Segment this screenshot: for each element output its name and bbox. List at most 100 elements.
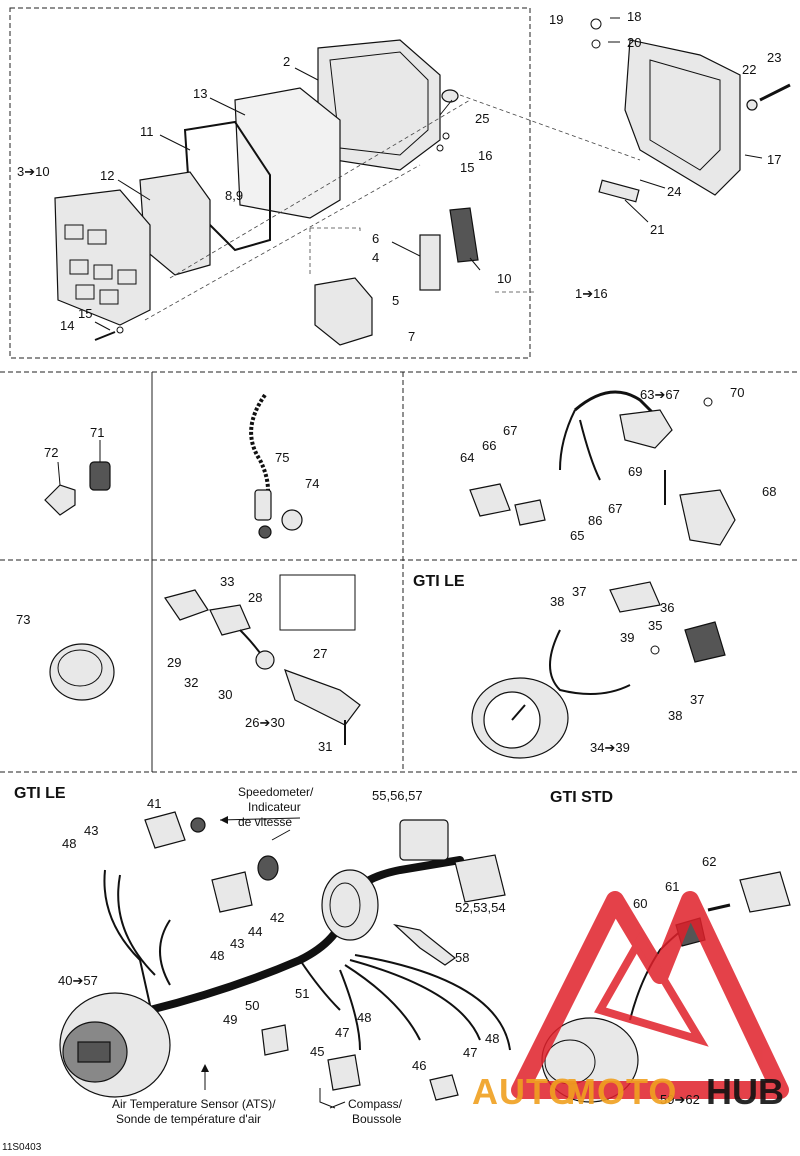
label-20: 20	[627, 35, 641, 50]
label-46: 46	[412, 1058, 426, 1073]
label-14: 14	[60, 318, 74, 333]
label-4: 4	[372, 250, 379, 265]
label-30: 30	[218, 687, 232, 702]
label-7: 7	[408, 329, 415, 344]
label-21: 21	[650, 222, 664, 237]
control-module-assembly	[54, 39, 641, 346]
watermark-text-hub: HUB	[706, 1071, 784, 1112]
label-45: 45	[310, 1044, 324, 1059]
label-59to62: 59➔62	[660, 1092, 700, 1107]
label-28: 28	[248, 590, 262, 605]
ring-73	[49, 643, 115, 701]
label-58: 58	[455, 950, 469, 965]
label-43a: 43	[84, 823, 98, 838]
label-44: 44	[248, 924, 262, 939]
sensor-71-72	[44, 440, 111, 516]
label-27: 27	[313, 646, 327, 661]
label-48c: 48	[357, 1010, 371, 1025]
watermark-triangle-icon	[511, 891, 789, 1099]
label-5: 5	[392, 293, 399, 308]
mounting-bracket	[590, 17, 791, 223]
label-26to30: 26➔30	[245, 715, 285, 730]
label-32: 32	[184, 675, 198, 690]
watermark-text-moto: MOTO	[566, 1071, 677, 1112]
sensor-63-67	[469, 390, 736, 546]
gauge-34-39	[471, 581, 726, 759]
label-47a: 47	[335, 1025, 349, 1040]
watermark-text: AUTO MOTO HUB	[472, 1071, 784, 1112]
label-8-9: 8,9	[225, 188, 243, 203]
label-48d: 48	[485, 1031, 499, 1046]
label-34to39: 34➔39	[590, 740, 630, 755]
section-title-gti-le-harness: GTI LE	[14, 785, 66, 802]
label-31: 31	[318, 739, 332, 754]
label-22: 22	[742, 62, 756, 77]
label-67b: 67	[608, 501, 622, 516]
label-36: 36	[660, 600, 674, 615]
label-38b: 38	[668, 708, 682, 723]
annotation-compass-2: Boussole	[352, 1112, 402, 1126]
part-labels: 2 13 11 3➔10 12 8,9 6 4 5 10 7 15 14 1➔1…	[2, 9, 781, 1153]
label-25: 25	[475, 111, 489, 126]
annotation-compass-1: Compass/	[348, 1097, 403, 1111]
label-49: 49	[223, 1012, 237, 1027]
connector-26-33	[164, 574, 361, 745]
label-37a: 37	[572, 584, 586, 599]
label-37b: 37	[690, 692, 704, 707]
label-64: 64	[460, 450, 474, 465]
label-71: 71	[90, 425, 104, 440]
label-66b: 86	[588, 513, 602, 528]
safety-lanyard	[249, 393, 303, 539]
annotation-speedometer-2: Indicateur	[248, 800, 301, 814]
label-48a: 48	[62, 836, 76, 851]
label-29: 29	[167, 655, 181, 670]
label-70: 70	[730, 385, 744, 400]
label-52-54: 52,53,54	[455, 900, 506, 915]
label-62: 62	[702, 854, 716, 869]
label-2: 2	[283, 54, 290, 69]
label-18: 18	[627, 9, 641, 24]
reference-code: 11S0403	[2, 1142, 42, 1153]
label-51: 51	[295, 986, 309, 1001]
label-11: 11	[140, 124, 154, 139]
label-17: 17	[767, 152, 781, 167]
label-47b: 47	[463, 1045, 477, 1060]
label-43b: 43	[230, 936, 244, 951]
label-50: 50	[245, 998, 259, 1013]
label-69: 69	[628, 464, 642, 479]
annotation-ats-2: Sonde de température d'air	[116, 1112, 261, 1126]
section-title-gti-std: GTI STD	[550, 789, 613, 806]
label-10: 10	[497, 271, 511, 286]
label-61: 61	[665, 879, 679, 894]
label-12: 12	[100, 168, 114, 183]
label-40to57: 40➔57	[58, 973, 98, 988]
label-13: 13	[193, 86, 207, 101]
label-24: 24	[667, 184, 681, 199]
label-66a: 66	[482, 438, 496, 453]
label-42: 42	[270, 910, 284, 925]
label-63to67: 63➔67	[640, 387, 680, 402]
section-title-gti-le-gauge: GTI LE	[413, 573, 465, 590]
label-15a: 15	[78, 306, 92, 321]
label-19: 19	[549, 12, 563, 27]
label-23: 23	[767, 50, 781, 65]
label-67a: 67	[503, 423, 517, 438]
label-6: 6	[372, 231, 379, 246]
label-74: 74	[305, 476, 319, 491]
watermark-text-auto: AUTO	[472, 1071, 577, 1112]
annotation-speedometer-3: de vitesse	[238, 815, 292, 829]
label-55-57: 55,56,57	[372, 788, 423, 803]
label-33: 33	[220, 574, 234, 589]
label-16: 16	[478, 148, 492, 163]
label-65: 65	[570, 528, 584, 543]
label-60: 60	[633, 896, 647, 911]
label-41: 41	[147, 796, 161, 811]
label-73: 73	[16, 612, 30, 627]
annotation-ats-1: Air Temperature Sensor (ATS)/	[112, 1097, 276, 1111]
label-3to10: 3➔10	[17, 164, 50, 179]
label-38a: 38	[550, 594, 564, 609]
label-15b: 15	[460, 160, 474, 175]
label-1to16: 1➔16	[575, 286, 608, 301]
label-48b: 48	[210, 948, 224, 963]
